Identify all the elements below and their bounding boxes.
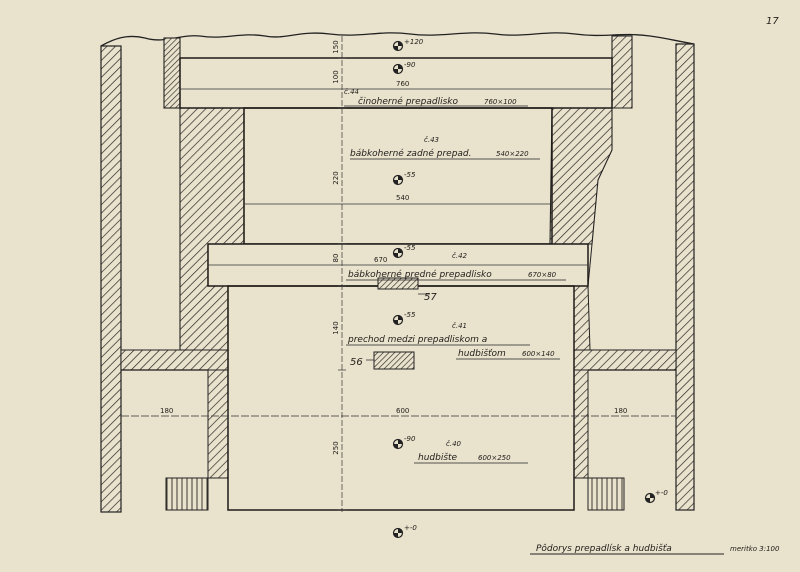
level-42-label: -55 (404, 244, 416, 252)
room-40-number: č.40 (446, 440, 462, 448)
room-42-number: č.42 (452, 252, 468, 260)
level-marker-43 (392, 174, 404, 186)
room-40-name: hudbište (418, 452, 458, 463)
dim-180-left: 180 (160, 407, 173, 415)
outer-walls (100, 43, 695, 513)
dim-250: 250 (332, 441, 340, 454)
room-40-size: 600×250 (478, 454, 511, 462)
dimension-lines (121, 36, 676, 512)
left-outer-wall (100, 45, 122, 513)
left-pit-wall (207, 369, 229, 479)
leaders (366, 293, 430, 361)
dim-760: 760 (396, 80, 409, 88)
room-42-name: bábkoherné predné prepadlisko (348, 269, 492, 280)
room-41-name-line2: hudbišťom (458, 348, 506, 359)
marker-57-label: 57 (424, 292, 437, 303)
dim-150: 150 (332, 40, 340, 53)
room-44-name: činoherné prepadlisko (358, 96, 458, 107)
level-marker-bottom (392, 527, 404, 539)
level-top-label: +120 (404, 38, 424, 46)
marker-57-box (377, 277, 419, 290)
left-upper-wall (163, 37, 181, 109)
right-pit-wall (573, 369, 589, 479)
marker-56-label: 56 (350, 357, 363, 368)
dim-140: 140 (332, 321, 340, 334)
level-40-label: -90 (404, 435, 416, 443)
level-43-label: -55 (404, 171, 416, 179)
left-ledge (120, 349, 229, 371)
vertical-dimensions: 150 100 220 80 140 250 (332, 40, 340, 454)
dim-180-right: 180 (614, 407, 627, 415)
dim-100: 100 (332, 70, 340, 83)
right-ledge (573, 349, 677, 371)
level-marker-41 (392, 314, 404, 326)
level-41-label: -55 (404, 311, 416, 319)
right-upper-wall (611, 35, 633, 109)
level-right-label: +-0 (655, 489, 668, 497)
break-line (100, 32, 695, 47)
room-43-number: č.43 (424, 136, 439, 144)
room-41-size: 600×140 (522, 350, 555, 358)
dim-600: 600 (396, 407, 409, 415)
level-bottom-label: +-0 (404, 524, 417, 532)
sheet-scale: meritko 3:100 (730, 545, 780, 553)
dim-80: 80 (332, 254, 340, 263)
page-number: 17 (766, 16, 779, 27)
room-41-name-line1: prechod medzi prepadliskom a (347, 335, 487, 345)
room-42-size: 670×80 (528, 271, 557, 279)
level-44-label: -90 (404, 61, 416, 69)
level-marker-44 (392, 63, 404, 75)
level-marker-top (392, 40, 404, 52)
marker-56-box (373, 351, 415, 370)
level-marker-right (644, 492, 656, 504)
level-markers (392, 40, 656, 539)
left-stairs (165, 477, 209, 511)
dim-670: 670 (374, 256, 387, 264)
dim-540: 540 (396, 194, 409, 202)
sheet-title: Pôdorys prepadlísk a hudbišťa (536, 543, 672, 554)
stairs (165, 477, 625, 511)
level-labels: +120 -90 -55 -55 -55 -90 +-0 +-0 (404, 38, 668, 532)
horizontal-dimensions: 760 540 670 180 600 180 (160, 80, 627, 415)
inner-walls (120, 35, 677, 479)
room-41-number: č.41 (452, 322, 467, 330)
room-labels: č.44 činoherné prepadlisko 760×100 č.43 … (344, 88, 566, 464)
right-stairs (587, 477, 625, 511)
level-marker-42 (392, 247, 404, 259)
right-outer-wall (675, 43, 695, 511)
room-43-size: 540×220 (496, 150, 529, 158)
dim-220: 220 (332, 171, 340, 184)
room-44-number: č.44 (344, 88, 359, 96)
level-marker-40 (392, 438, 404, 450)
room-43-name: bábkoherné zadné prepad. (350, 148, 472, 159)
room-44-size: 760×100 (484, 98, 517, 106)
